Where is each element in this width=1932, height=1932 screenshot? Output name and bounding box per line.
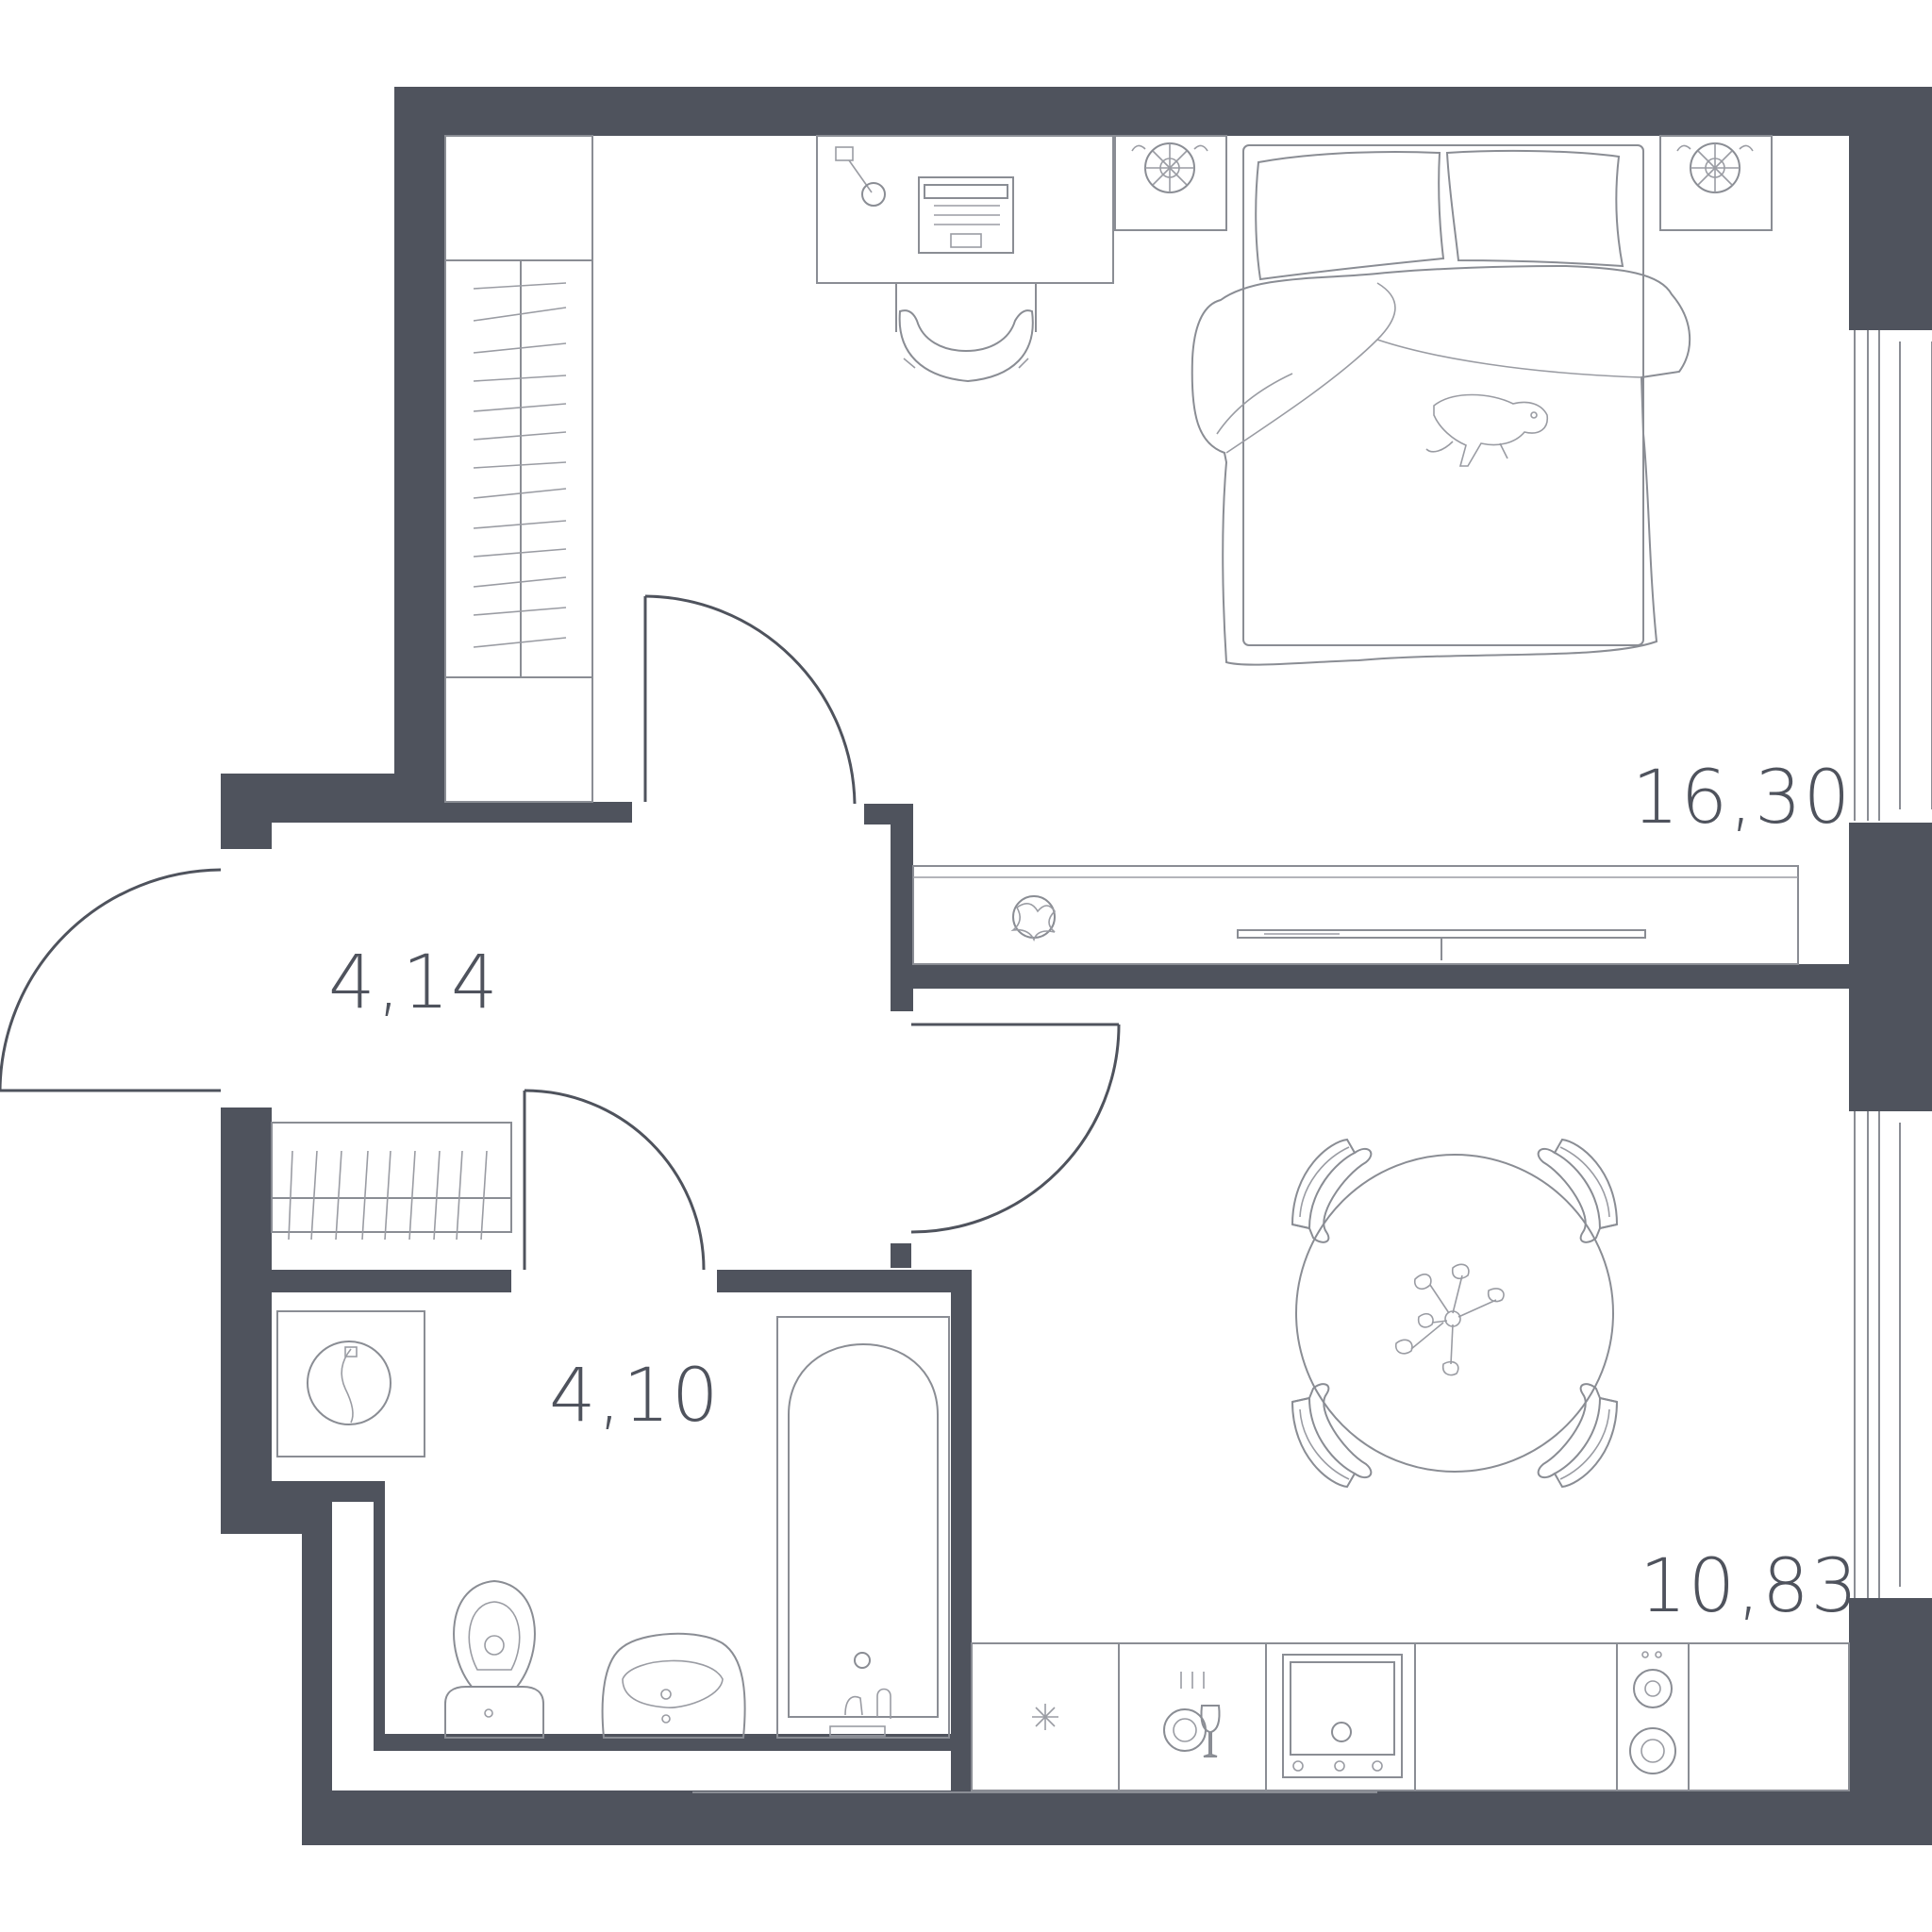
bathtub-icon	[776, 1316, 950, 1739]
nightstand-lamp-icon	[1659, 135, 1773, 231]
washing-machine-icon	[276, 1310, 425, 1457]
dishwasher-icon	[1163, 1672, 1221, 1757]
pillow-icon	[1445, 149, 1624, 268]
pillow-icon	[1255, 151, 1445, 281]
kitchen-window	[1854, 1111, 1901, 1598]
desk-lamp-icon	[835, 146, 886, 207]
bathroom-area-label: 4,10	[549, 1354, 721, 1439]
blanket-icon	[1191, 264, 1691, 666]
bedroom	[444, 135, 1799, 965]
bathroom	[276, 1310, 950, 1739]
kitchen-area-label: 10,83	[1640, 1544, 1859, 1629]
entrance-door	[0, 868, 222, 1092]
laptop-icon	[918, 176, 1014, 254]
dining-table-icon	[1295, 1154, 1614, 1473]
bedroom-window	[1854, 330, 1932, 821]
dining-chair-icon	[1537, 1383, 1619, 1489]
walls	[221, 87, 1932, 1845]
oven-icon	[1282, 1654, 1403, 1778]
windows	[692, 330, 1932, 1793]
fridge-icon	[1032, 1704, 1058, 1730]
bed-icon	[1191, 144, 1691, 666]
nightstand-lamp-icon	[1114, 135, 1227, 231]
dining-chair-icon	[1291, 1138, 1373, 1243]
bathroom-door	[523, 1089, 706, 1271]
dining-chair-icon	[1291, 1383, 1373, 1489]
chair-icon	[895, 283, 1037, 383]
closet-icon	[271, 1122, 512, 1241]
kitchen-door	[910, 1023, 1121, 1234]
kitchen	[971, 1138, 1850, 1791]
hallway	[271, 1122, 512, 1241]
doors	[0, 594, 1121, 1271]
dog-icon	[1425, 393, 1548, 467]
dining-chair-icon	[1537, 1138, 1619, 1243]
bedroom-area-label: 16,30	[1632, 756, 1852, 841]
sink-icon	[601, 1632, 746, 1739]
tv-icon	[1237, 929, 1646, 960]
wardrobe-icon	[444, 135, 593, 803]
plant-icon	[1010, 895, 1057, 942]
area-labels: 16,30 4,14 4,10 10,83	[328, 756, 1859, 1629]
flowers-icon	[1394, 1263, 1505, 1376]
kitchen-counter-icon	[971, 1642, 1850, 1791]
toilet-icon	[444, 1579, 544, 1739]
stove-icon	[1629, 1651, 1676, 1774]
desk-icon	[816, 135, 1114, 284]
hallway-area-label: 4,14	[328, 941, 500, 1025]
tv-stand-icon	[912, 865, 1799, 965]
bedroom-door	[643, 594, 857, 805]
